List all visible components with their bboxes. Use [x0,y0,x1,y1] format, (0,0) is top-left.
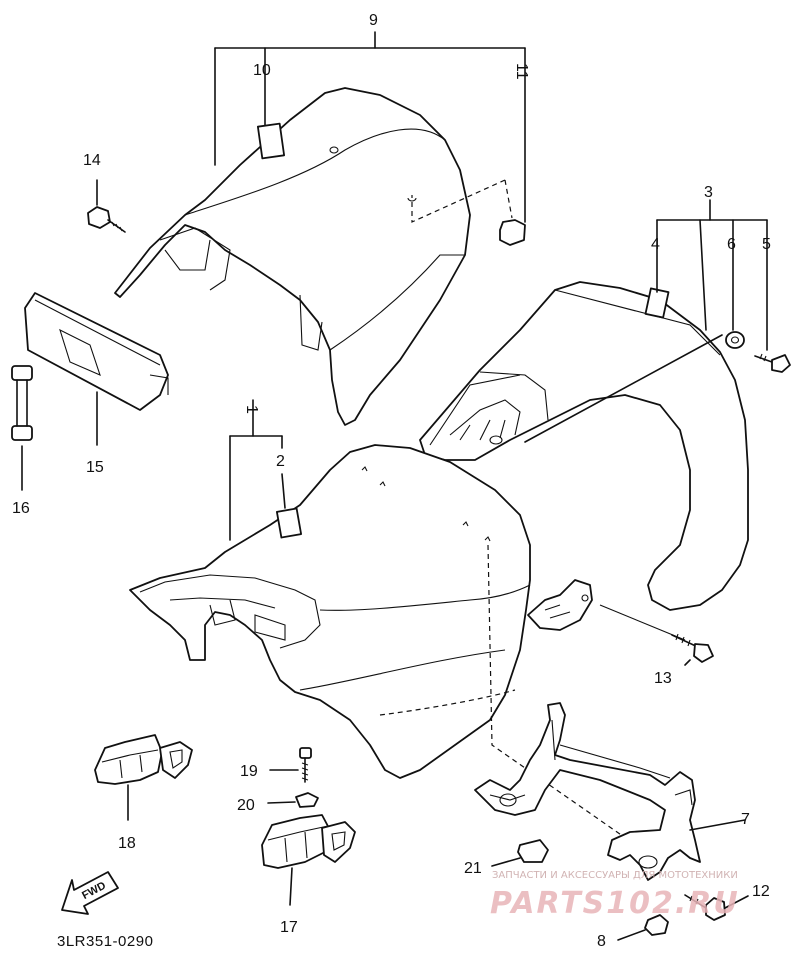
callout-8: 8 [597,933,606,950]
callout-11: 11 [513,63,530,80]
seat-lock-part-17 [261,814,356,906]
watermark-brand: PARTS102.RU [490,886,740,921]
callout-18: 18 [118,835,136,852]
washer-part-6 [725,331,745,349]
callout-1: 1 [243,405,260,414]
bracket-3 [524,199,768,443]
callout-numbers: 9 10 11 14 3 4 6 5 1 2 15 16 13 19 20 18… [12,12,771,950]
bolt-part-19 [269,747,312,783]
rear-seat-part-9 [114,87,471,426]
strap-part-16 [11,365,33,491]
bolt-part-5 [754,353,791,373]
bolt-part-13 [599,604,714,666]
callout-19: 19 [240,763,258,780]
callout-2: 2 [276,453,285,470]
callout-9: 9 [369,12,378,29]
callout-21: 21 [464,860,482,877]
bolt-part-14 [87,179,126,233]
seat-hook-bracket [527,579,593,631]
nut-part-8 [617,914,669,941]
callout-12: 12 [752,883,770,900]
rubber-block-part-21 [491,839,549,867]
callout-20: 20 [237,797,255,814]
plate-part-15 [24,292,169,446]
bolt-part-12 [684,894,749,921]
seat-frame-part-7 [474,544,746,881]
washer-part-20 [267,792,319,808]
callout-16: 16 [12,500,30,517]
watermark-tagline: ЗАПЧАСТИ И АКСЕССУАРЫ ДЛЯ МОТОТЕХНИКИ [492,870,738,881]
callout-7: 7 [741,811,750,828]
callout-6: 6 [727,236,736,253]
grommet-part-11 [499,219,526,246]
callout-15: 15 [86,459,104,476]
bracket-9 [214,31,526,223]
callout-4: 4 [651,236,660,253]
callout-14: 14 [83,152,101,169]
callout-3: 3 [704,184,713,201]
diagram-code: 3LR351-0290 [57,933,153,950]
front-seat-part-1 [129,444,531,779]
watermark: ЗАПЧАСТИ И АКСЕССУАРЫ ДЛЯ МОТОТЕХНИКИ PA… [490,870,740,921]
callout-17: 17 [280,919,298,936]
callout-5: 5 [762,236,771,253]
seat-cowl-part-3 [419,281,749,611]
forward-direction-arrow: FWD [61,871,119,915]
seat-lock-part-18 [94,734,193,821]
bracket-1 [229,399,286,541]
callout-10: 10 [253,62,271,79]
callout-13: 13 [654,670,672,687]
